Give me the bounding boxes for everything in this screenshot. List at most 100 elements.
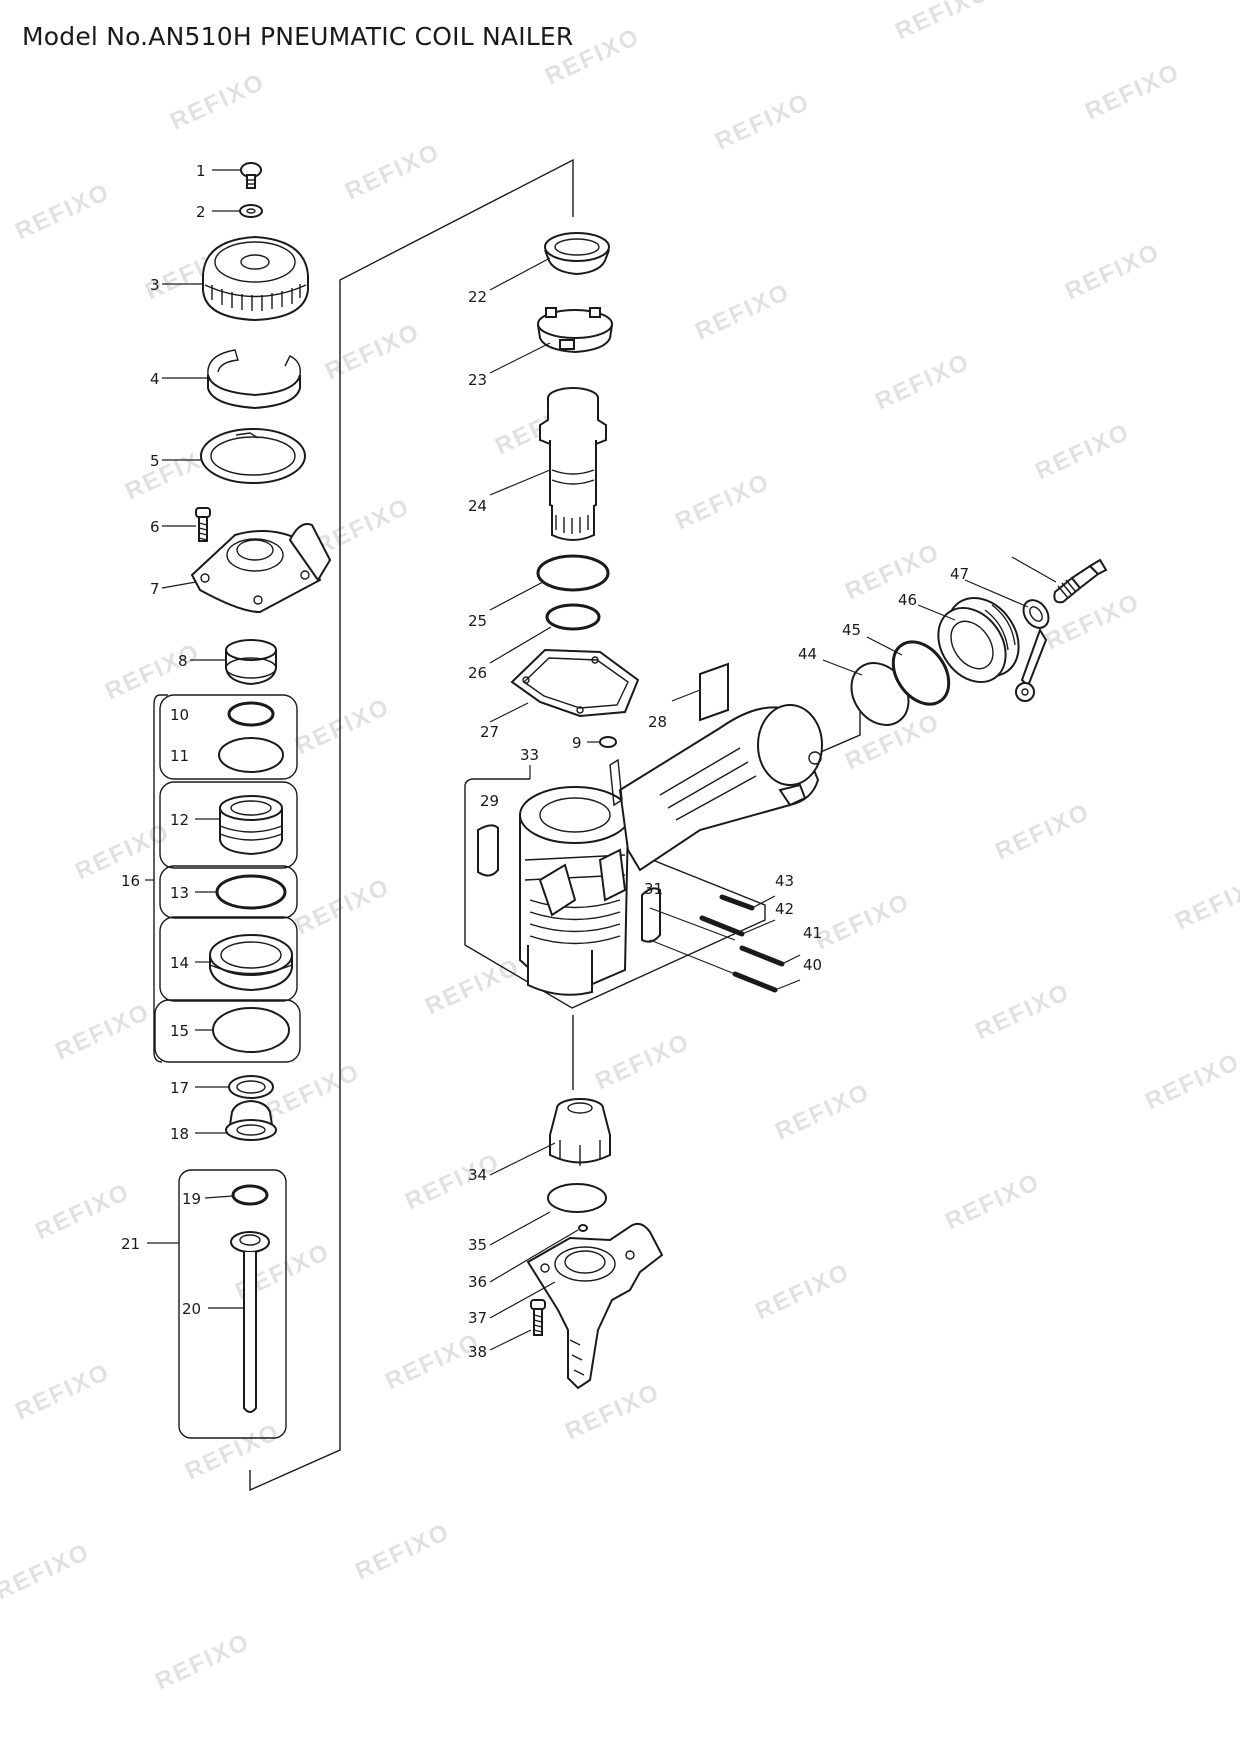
group-box — [159, 916, 298, 1002]
watermark: REFIXO — [841, 538, 944, 605]
watermark: REFIXO — [321, 318, 424, 385]
part-39-pin — [732, 971, 778, 993]
part-12-piston — [219, 795, 283, 856]
part-6-bolt — [195, 507, 211, 542]
callout-28: 28 — [648, 713, 667, 731]
part-29-side-plate — [477, 824, 499, 877]
callout-8: 8 — [178, 652, 188, 670]
watermark: REFIXO — [381, 1328, 484, 1395]
group-16-frame — [153, 694, 168, 1063]
callout-14: 14 — [170, 954, 189, 972]
callout-36: 36 — [468, 1273, 487, 1291]
part-38-bolt — [530, 1299, 546, 1336]
callout-37: 37 — [468, 1309, 487, 1327]
callout-12: 12 — [170, 811, 189, 829]
assembly-axis-line — [249, 158, 574, 1492]
part-36-small-o-ring — [578, 1224, 588, 1232]
callout-23: 23 — [468, 371, 487, 389]
watermark: REFIXO — [11, 178, 114, 245]
watermark: REFIXO — [561, 1378, 664, 1445]
group-box — [159, 694, 298, 780]
watermark: REFIXO — [421, 953, 524, 1020]
part-5-ring — [200, 428, 306, 484]
callout-46: 47 — [950, 565, 969, 583]
watermark: REFIXO — [871, 348, 974, 415]
callout-44: 45 — [842, 621, 861, 639]
callout-31: 31 — [644, 880, 663, 898]
watermark: REFIXO — [261, 1058, 364, 1125]
callout-13: 13 — [170, 884, 189, 902]
watermark: REFIXO — [591, 1028, 694, 1095]
part-42-pin — [719, 894, 755, 911]
callout-43: 44 — [798, 645, 817, 663]
part-37-nose-piece — [526, 1222, 664, 1390]
part-19-o-ring — [231, 1184, 269, 1206]
callout-18: 18 — [170, 1125, 189, 1143]
watermark: REFIXO — [991, 798, 1094, 865]
callout-20: 20 — [182, 1300, 201, 1318]
callout-10: 10 — [170, 706, 189, 724]
watermark: REFIXO — [1141, 1048, 1240, 1115]
callout-15: 15 — [170, 1022, 189, 1040]
watermark: REFIXO — [711, 88, 814, 155]
part-15-seal — [212, 1007, 290, 1053]
watermark: REFIXO — [751, 1258, 854, 1325]
part-9-small-o-ring — [599, 736, 617, 748]
watermark: REFIXO — [291, 873, 394, 940]
callout-6: 6 — [150, 518, 160, 536]
callout-42: 43 — [775, 872, 794, 890]
part-40-pin — [739, 945, 785, 967]
callout-29: 29 — [480, 792, 499, 810]
callout-45: 46 — [898, 591, 917, 609]
watermark: REFIXO — [11, 1358, 114, 1425]
watermark: REFIXO — [51, 998, 154, 1065]
watermark: REFIXO — [1031, 418, 1134, 485]
callout-27: 27 — [480, 723, 499, 741]
part-44-o-ring — [891, 640, 951, 706]
callout-2: 2 — [196, 203, 206, 221]
callout-16: 16 — [121, 872, 140, 890]
group-box — [159, 865, 298, 919]
part-7-head-cover — [190, 523, 332, 614]
part-8-bushing — [225, 639, 277, 686]
part-4-split-ring — [207, 349, 301, 410]
group-21-box — [178, 1169, 287, 1439]
part-18-bumper — [225, 1099, 277, 1141]
part-10-o-ring — [227, 701, 275, 727]
callout-5: 5 — [150, 452, 160, 470]
callout-38: 38 — [468, 1343, 487, 1361]
callout-26: 26 — [468, 664, 487, 682]
watermark: REFIXO — [1171, 868, 1240, 935]
callout-1: 1 — [196, 162, 206, 180]
watermark: REFIXO — [0, 1538, 94, 1605]
callout-17: 17 — [170, 1079, 189, 1097]
part-2-washer — [239, 204, 263, 218]
callout-34: 34 — [468, 1166, 487, 1184]
callout-19: 19 — [182, 1190, 201, 1208]
watermark: REFIXO — [341, 138, 444, 205]
part-23-clamp-ring — [537, 307, 613, 354]
watermark: REFIXO — [351, 1518, 454, 1585]
group-33-frame — [464, 778, 530, 786]
callout-41: 42 — [775, 900, 794, 918]
part-34-nozzle — [549, 1098, 611, 1166]
part-11-seal — [218, 737, 284, 773]
page-title: Model No.AN510H PNEUMATIC COIL NAILER — [22, 22, 574, 51]
part-20-driver-blade — [230, 1231, 270, 1413]
watermark: REFIXO — [1081, 58, 1184, 125]
watermark: REFIXO — [971, 978, 1074, 1045]
callout-4: 4 — [150, 370, 160, 388]
watermark: REFIXO — [1061, 238, 1164, 305]
callout-21: 21 — [121, 1235, 140, 1253]
watermark: REFIXO — [691, 278, 794, 345]
callout-labels: 1 2 3 4 5 6 7 8 10 11 12 13 14 15 16 17 … — [121, 162, 969, 1361]
watermark: REFIXO — [401, 1148, 504, 1215]
watermark: REFIXO — [166, 68, 269, 135]
watermark: REFIXO — [671, 468, 774, 535]
group-box — [159, 781, 298, 869]
part-26-o-ring — [545, 603, 601, 631]
part-45-end-cap — [937, 597, 1020, 684]
callout-9: 9 — [572, 734, 582, 752]
watermark: REFIXO — [31, 1178, 134, 1245]
callout-33: 33 — [520, 746, 539, 764]
